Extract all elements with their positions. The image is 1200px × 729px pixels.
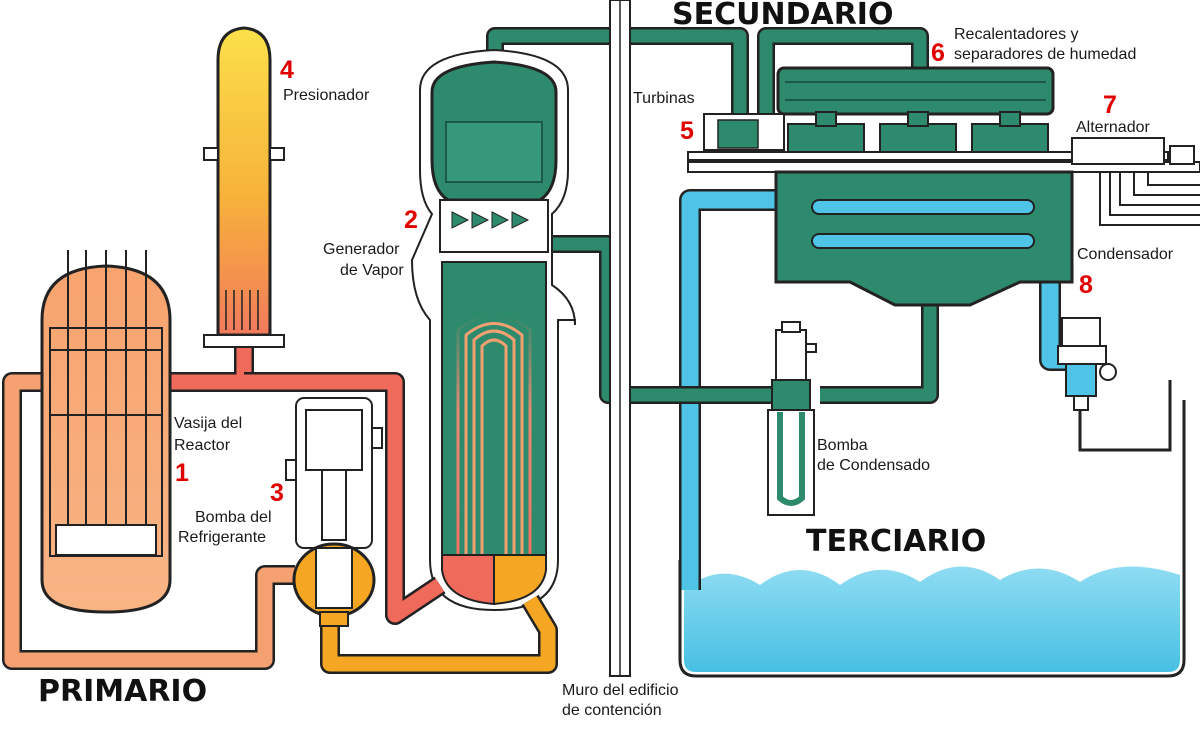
condensate-pump-well [767, 409, 815, 516]
lp-turbine-3 [971, 123, 1049, 153]
lp-turbine-1 [787, 123, 865, 153]
turbines-number: 5 [680, 117, 694, 145]
reheaters-label-line2: separadores de humedad [954, 46, 1137, 63]
reheaters-number: 6 [931, 39, 945, 67]
alternator [1071, 137, 1165, 165]
pressurizer [216, 26, 272, 337]
condensate-pump-label-line2: de Condensado [817, 457, 930, 474]
cooling-pump-motor [1061, 317, 1101, 347]
reheaters-label-line1: Recalentadores y [954, 26, 1079, 43]
turbine-shaft [687, 151, 1169, 161]
coolant-pump-label-line2: Refrigerante [178, 529, 267, 546]
containment-wall-label-line1: Muro del edificio [562, 682, 679, 699]
alternator-label: Alternador [1076, 119, 1150, 136]
reactor-label-line2: Reactor [174, 437, 231, 454]
pressurizer-number: 4 [280, 56, 294, 84]
lp-turbine-2 [879, 123, 957, 153]
turbines-label: Turbinas [633, 90, 695, 107]
steam-generator-number: 2 [404, 206, 418, 234]
primary-circuit-title: PRIMARIO [38, 674, 208, 709]
primary-circuit [2, 26, 558, 674]
reactor-label-line1: Vasija del [174, 415, 243, 432]
condenser-number: 8 [1079, 271, 1093, 299]
containment-wall [609, 0, 631, 677]
steam-generator-label-line2: de Vapor [340, 262, 404, 279]
secondary-circuit-title: SECUNDARIO [672, 0, 894, 32]
cooling-basin [678, 400, 1186, 678]
containment-wall-label-line2: de contención [562, 702, 662, 719]
coolant-pump-number: 3 [270, 479, 284, 507]
tertiary-circuit-title: TERCIARIO [806, 524, 987, 559]
reactor-number: 1 [175, 459, 189, 487]
alternator-number: 7 [1103, 91, 1117, 119]
condensate-pump-motor [775, 329, 807, 381]
coolant-pump-label-line1: Bomba del [195, 509, 272, 526]
steam-generator-label-line1: Generador [323, 241, 400, 258]
pressurizer-label: Presionador [283, 87, 370, 104]
reheater-unit [776, 66, 1055, 116]
condensate-pump-label-line1: Bomba [817, 437, 868, 454]
condenser-label: Condensador [1077, 246, 1174, 263]
cooling-water [684, 566, 1180, 672]
steam-generator [410, 48, 576, 612]
